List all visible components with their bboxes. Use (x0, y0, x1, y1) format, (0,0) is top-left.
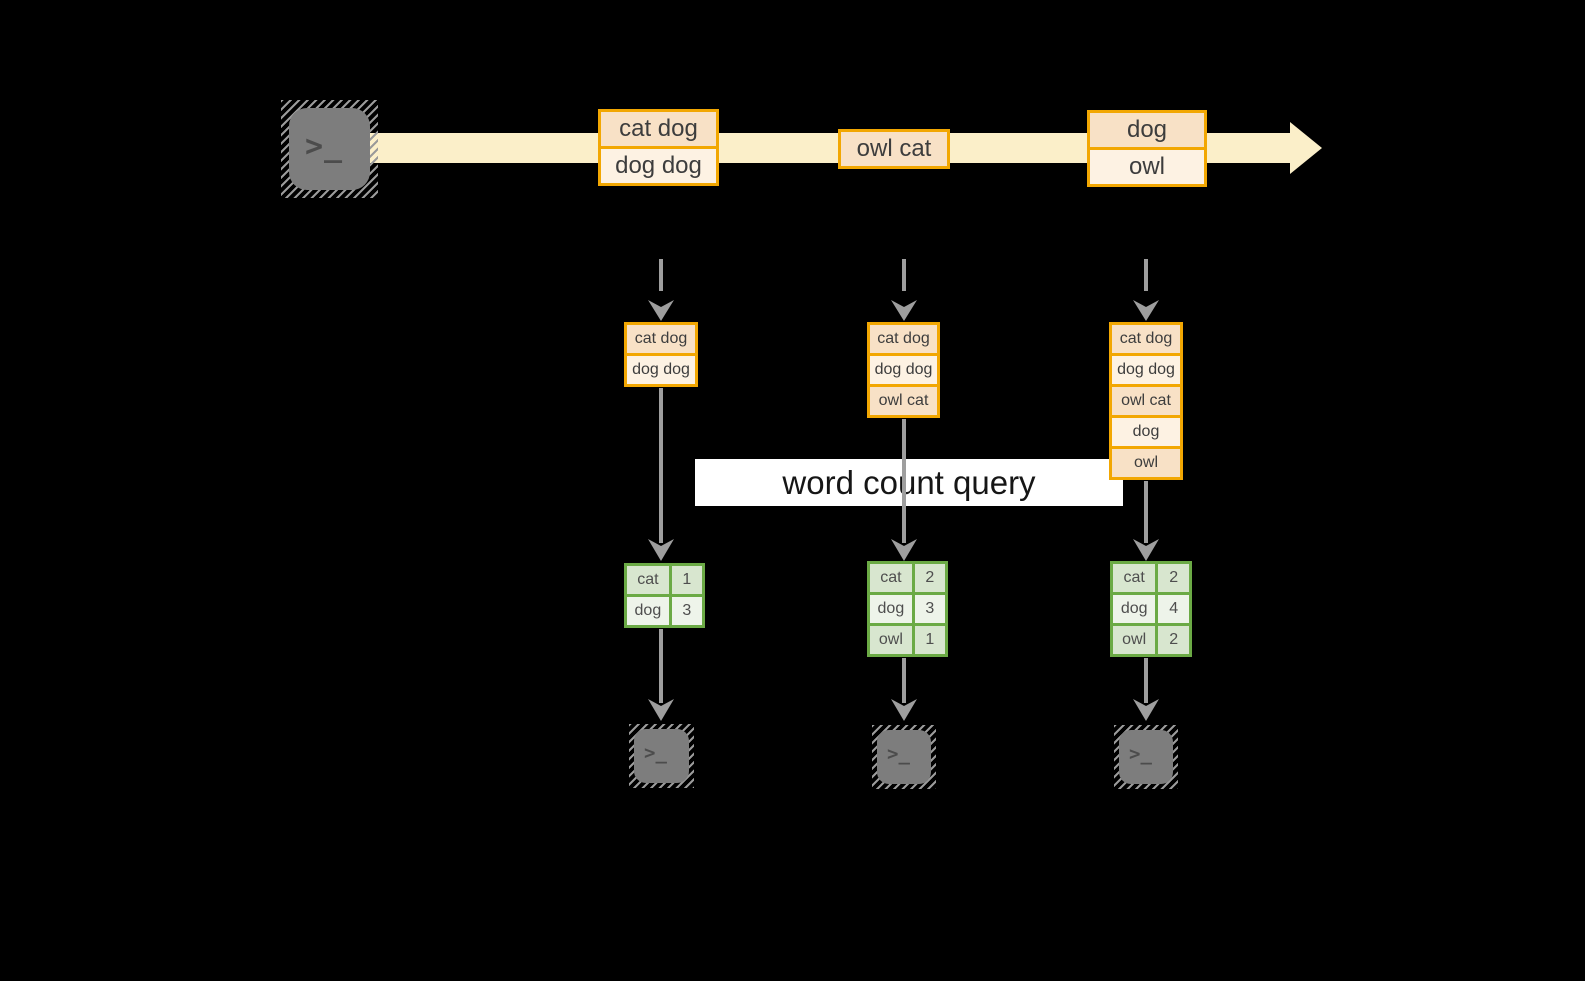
state-row: cat dog (627, 325, 695, 353)
word-cell: owl (870, 626, 912, 654)
count-cell: 3 (914, 595, 945, 623)
state-row: dog dog (1112, 356, 1180, 384)
terminal-screen: >_ (877, 730, 931, 784)
batch-line: owl cat (841, 132, 947, 166)
word-cell: dog (1113, 595, 1156, 623)
state-row: owl cat (870, 387, 937, 415)
word-cell: cat (627, 566, 669, 594)
count-cell: 3 (671, 597, 702, 625)
sink-terminal-icon-3: >_ (1114, 725, 1178, 789)
state-row: dog (1112, 418, 1180, 446)
output-arrow-3 (1133, 658, 1159, 721)
sink-terminal-icon-2: >_ (872, 725, 936, 789)
state-row: dog dog (870, 356, 937, 384)
terminal-screen: >_ (289, 108, 370, 190)
terminal-screen: >_ (634, 729, 689, 783)
query-arrow-3 (1133, 481, 1159, 561)
terminal-prompt-glyph: >_ (887, 743, 910, 765)
batch-drop-arrow-3 (1133, 259, 1159, 321)
count-cell: 2 (1158, 564, 1189, 592)
count-row: owl 1 (870, 626, 945, 654)
stream-arrow-head (1290, 122, 1322, 174)
query-label-band: word count query (695, 459, 1123, 506)
count-row: cat 1 (627, 566, 702, 594)
state-row: cat dog (1112, 325, 1180, 353)
state-row: cat dog (870, 325, 937, 353)
count-row: owl 2 (1113, 626, 1189, 654)
batch-line: cat dog (601, 112, 716, 146)
word-cell: owl (1113, 626, 1156, 654)
batch-line: dog dog (601, 149, 716, 183)
word-cell: dog (627, 597, 669, 625)
word-count-table-2: cat 2 dog 3 owl 1 (867, 561, 948, 657)
state-row: owl cat (1112, 387, 1180, 415)
word-cell: dog (870, 595, 912, 623)
count-cell: 4 (1158, 595, 1189, 623)
terminal-prompt-glyph: >_ (644, 742, 667, 764)
source-terminal-icon: >_ (281, 100, 378, 198)
batch-line: dog (1090, 113, 1204, 147)
state-box-1: cat dog dog dog (624, 322, 698, 387)
count-cell: 1 (671, 566, 702, 594)
word-count-table-3: cat 2 dog 4 owl 2 (1110, 561, 1192, 657)
sink-terminal-icon-1: >_ (629, 724, 694, 788)
count-row: dog 3 (627, 597, 702, 625)
count-row: dog 4 (1113, 595, 1189, 623)
count-row: cat 2 (870, 564, 945, 592)
query-arrow-1 (648, 388, 674, 561)
word-count-table-1: cat 1 dog 3 (624, 563, 705, 628)
count-cell: 1 (914, 626, 945, 654)
word-cell: cat (1113, 564, 1156, 592)
output-arrow-1 (648, 629, 674, 721)
batch-drop-arrow-2 (891, 259, 917, 321)
query-label: word count query (782, 463, 1036, 501)
count-cell: 2 (914, 564, 945, 592)
count-cell: 2 (1158, 626, 1189, 654)
word-cell: cat (870, 564, 912, 592)
state-box-2: cat dog dog dog owl cat (867, 322, 940, 418)
terminal-prompt-glyph: >_ (1129, 743, 1152, 765)
batch-line: owl (1090, 150, 1204, 184)
output-arrow-2 (891, 658, 917, 721)
stream-batch-box-3: dog owl (1087, 110, 1207, 187)
terminal-prompt-glyph: >_ (305, 129, 344, 164)
count-row: dog 3 (870, 595, 945, 623)
stream-batch-box-2: owl cat (838, 129, 950, 169)
stream-batch-box-1: cat dog dog dog (598, 109, 719, 186)
state-row: owl (1112, 449, 1180, 477)
batch-drop-arrow-1 (648, 259, 674, 321)
state-box-3: cat dog dog dog owl cat dog owl (1109, 322, 1183, 480)
count-row: cat 2 (1113, 564, 1189, 592)
terminal-screen: >_ (1119, 730, 1173, 784)
state-row: dog dog (627, 356, 695, 384)
